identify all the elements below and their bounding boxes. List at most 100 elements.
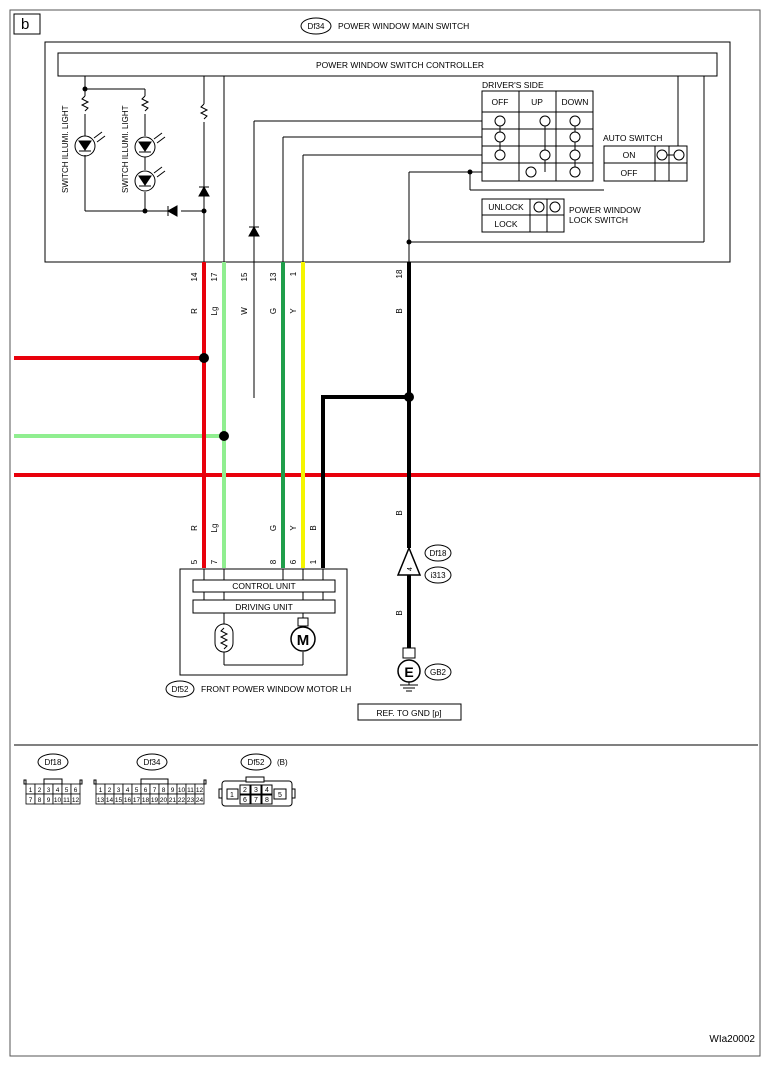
main-switch-box [44, 41, 731, 263]
motor-title: FRONT POWER WINDOW MOTOR LH [201, 684, 351, 694]
connector-df34-oval [136, 753, 168, 771]
connector-pin: 2 [243, 787, 247, 794]
connector-pin: 20 [160, 797, 168, 804]
connector-pin: 7 [153, 787, 157, 794]
diode-vertical [198, 185, 210, 197]
illum-led-2-rays [153, 132, 166, 144]
wire-color-code: B [395, 610, 404, 615]
connector-pin: 8 [162, 787, 166, 794]
pin-number: 8 [269, 559, 278, 564]
junction-dot [406, 239, 412, 245]
switch-contacts [494, 115, 581, 178]
illumination-section [80, 76, 209, 262]
junction-dot [201, 208, 207, 214]
connector-pin: 6 [74, 787, 78, 794]
wire-color-code: G [269, 308, 278, 314]
splice-dot [219, 431, 229, 441]
connector-pin: 12 [72, 797, 80, 804]
pin-number: 1 [309, 559, 318, 564]
connector-pin: 9 [47, 797, 51, 804]
lock-switch-lock: LOCK [494, 219, 517, 229]
ground-terminal [402, 647, 416, 659]
main-switch-connector-oval [300, 17, 332, 35]
sensor-resistor [219, 627, 229, 650]
connector-pin: 10 [178, 787, 186, 794]
ground-connector-2: i313 [430, 571, 446, 580]
control-unit-box [192, 579, 336, 593]
lock-switch-title-2: LOCK SWITCH [569, 215, 628, 225]
page-frame [9, 9, 761, 1057]
illum-label: SWITCH ILLUMI. LIGHT [61, 105, 70, 193]
lock-switch-table [481, 198, 565, 233]
connector-pin: 10 [54, 797, 62, 804]
connector-pin: 17 [133, 797, 141, 804]
connector-pin: 4 [265, 787, 269, 794]
pin-number: 5 [190, 559, 199, 564]
ground-connector-1-oval [424, 544, 452, 562]
connector-pin: 19 [151, 797, 159, 804]
connector-pin: 2 [38, 787, 42, 794]
illum-led-1-rays [93, 131, 106, 143]
wire-color-code: Lg [210, 307, 219, 316]
connector-pin: 5 [135, 787, 139, 794]
drivers-side-down: DOWN [562, 97, 589, 107]
connector-df18-label: Df18 [45, 758, 62, 767]
switch-internal-wiring [223, 76, 705, 262]
wire-color-code: R [190, 525, 199, 531]
connector-pin: 12 [196, 787, 204, 794]
connector-pin: 7 [254, 797, 258, 804]
ref-box [357, 703, 462, 721]
pin-number: 13 [269, 272, 278, 281]
ground-id-oval [424, 663, 452, 681]
control-unit-label: CONTROL UNIT [232, 581, 295, 591]
connector-pin: 13 [97, 797, 105, 804]
connector-df18-oval [37, 753, 69, 771]
connector-df34-label: Df34 [144, 758, 161, 767]
pin-number: 1 [289, 271, 298, 276]
wire-color-code: W [240, 307, 249, 315]
illum-led-3 [138, 175, 152, 187]
ref-label: REF. TO GND [p] [376, 708, 441, 718]
ground-icon [400, 682, 418, 692]
connector-pin: 9 [171, 787, 175, 794]
illum-led-3-rays [153, 166, 166, 178]
motor-connector-oval [165, 680, 195, 698]
lock-switch-title-1: POWER WINDOW [569, 205, 641, 215]
connector-pin: 3 [117, 787, 121, 794]
junction-dot [467, 169, 473, 175]
driving-unit-box [192, 599, 336, 614]
connector-pin: 6 [243, 797, 247, 804]
wire-color-code: R [190, 308, 199, 314]
wire-color-code: B [395, 308, 404, 313]
motor-connector: Df52 [172, 685, 189, 694]
diode-horizontal [166, 205, 178, 217]
splice-dot [404, 392, 414, 402]
connector-pin: 18 [142, 797, 150, 804]
wire-color-code: Y [289, 308, 298, 314]
connector-pin: 8 [265, 797, 269, 804]
auto-switch-table [603, 145, 688, 182]
wire-color-code: B [395, 510, 404, 515]
connector-pin: 4 [126, 787, 130, 794]
connector-df52-variant: (B) [277, 758, 288, 767]
splice-dot [199, 353, 209, 363]
motor-internal-wiring [203, 569, 324, 666]
pin-number: 6 [289, 559, 298, 564]
connector-pin: 7 [29, 797, 33, 804]
connector-pin: 2 [108, 787, 112, 794]
illum-lamp-2 [134, 136, 156, 158]
junction-dot [142, 208, 148, 214]
lock-contact [549, 201, 561, 213]
connector-pin: 15 [115, 797, 123, 804]
page-label: b [21, 16, 29, 33]
connector-pin: 23 [187, 797, 195, 804]
wire-color-code: B [309, 525, 318, 530]
connector-df52-oval [240, 753, 272, 771]
motor-shaft [297, 617, 309, 627]
motor-symbol [290, 626, 316, 652]
connector-pin: 24 [196, 797, 204, 804]
connector-pin: 1 [29, 787, 33, 794]
diagram-code: WIa20002 [709, 1034, 755, 1045]
